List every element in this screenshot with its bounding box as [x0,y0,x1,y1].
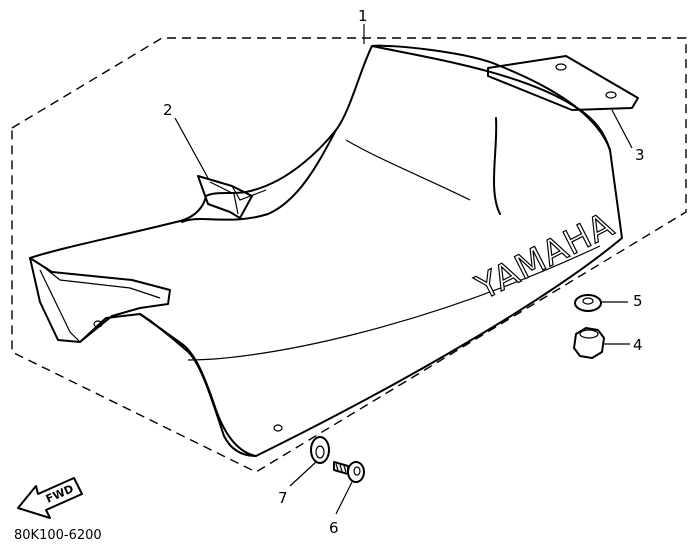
callout-6: 6 [329,519,339,537]
assembly-boundary [11,37,687,473]
washer-upper [574,294,602,312]
seat [29,44,623,457]
leader-6 [335,481,353,515]
leader-2 [174,117,209,179]
callout-4: 4 [633,336,643,354]
direction-label: FWD [44,482,76,506]
forward-arrow-icon: FWD [17,477,83,519]
seat-clip [197,175,267,219]
seat-bracket [487,55,639,111]
washer-lower [310,436,330,464]
leader-3 [611,109,633,149]
leader-7 [289,461,317,487]
callout-7: 7 [278,489,288,507]
diagram-code: 80K100-6200 [14,528,102,543]
callout-5: 5 [633,292,643,310]
assembly-number: 1 [358,7,368,25]
bolt [333,461,365,483]
callout-3: 3 [635,146,645,164]
nut [573,327,605,359]
callout-2: 2 [163,101,173,119]
